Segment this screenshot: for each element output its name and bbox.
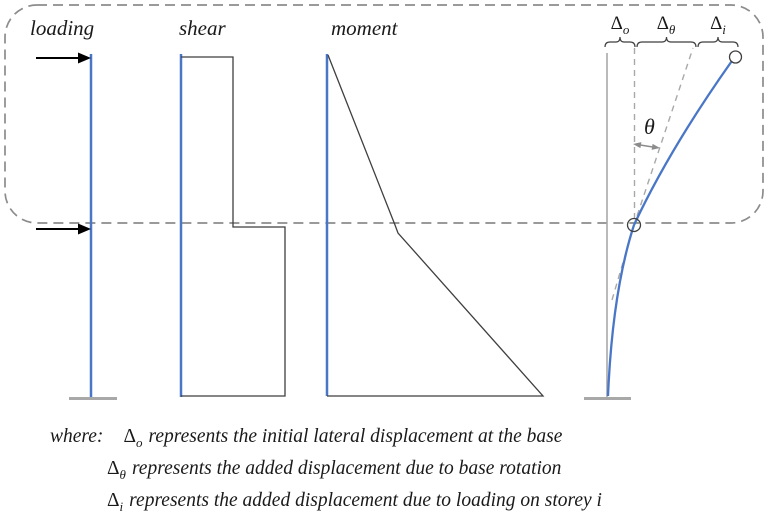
loading-panel-label: loading bbox=[30, 16, 95, 40]
delta-i-label: Δi bbox=[710, 13, 726, 37]
delta-theta-label: Δθ bbox=[656, 13, 676, 37]
delta-o-label: Δo bbox=[610, 13, 630, 37]
top-load-arrow bbox=[36, 52, 91, 64]
moment-diagram-outline bbox=[327, 54, 545, 397]
deflected-shape-lower-curve bbox=[606, 224, 636, 397]
theta-angle-arrow bbox=[633, 142, 660, 150]
deflected-shape-storey-curve bbox=[632, 60, 733, 226]
lower-load-arrow bbox=[36, 223, 91, 235]
delta-o-brace bbox=[604, 36, 636, 48]
theta-symbol-label: θ bbox=[644, 114, 655, 139]
storey-base-node-circle bbox=[626, 217, 642, 233]
moment-panel-label: moment bbox=[331, 16, 398, 40]
storey-i-dashed-enclosure bbox=[4, 4, 764, 224]
delta-i-brace bbox=[697, 36, 739, 48]
storey-top-node-circle bbox=[728, 50, 743, 64]
shear-panel-label: shear bbox=[179, 16, 226, 40]
shear-diagram-outline bbox=[181, 56, 286, 397]
delta-theta-brace bbox=[636, 36, 697, 48]
